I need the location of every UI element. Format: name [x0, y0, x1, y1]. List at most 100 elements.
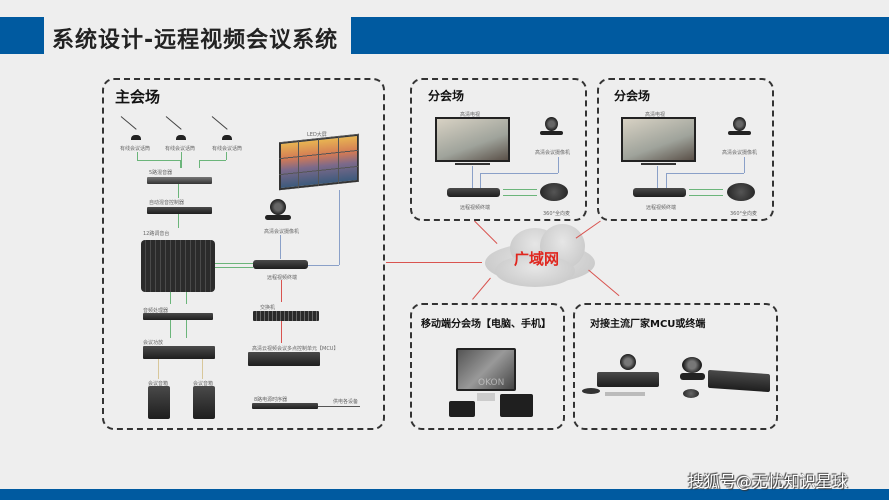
speakerphone-label: 360°全向麦 [543, 211, 571, 217]
connector [186, 292, 187, 304]
connector [215, 267, 253, 268]
connector [480, 173, 558, 174]
page-title: 系统设计-远程视频会议系统 [52, 28, 339, 53]
branch-site-panel-1 [410, 78, 587, 221]
monitor-brand: OKON [478, 378, 505, 388]
connector [158, 359, 159, 379]
mic-router-label: 5路混音器 [149, 170, 173, 176]
video-terminal [253, 260, 308, 269]
video-terminal [447, 188, 500, 197]
audio-processor [143, 313, 213, 320]
wan-link-mobile [472, 277, 491, 300]
connector [472, 166, 473, 188]
connector [318, 406, 360, 407]
connector [170, 292, 171, 304]
camera-label: 高清会议摄像机 [264, 229, 300, 235]
camera-label: 高清会议摄像机 [535, 150, 571, 156]
mic-base [176, 135, 186, 140]
mic-router-device [147, 177, 212, 184]
camera-icon [270, 199, 286, 215]
watermark: 搜狐号@无忧知识星球 [688, 472, 849, 491]
connector [178, 214, 179, 228]
connector [558, 157, 559, 173]
connector [503, 189, 537, 190]
connector [199, 160, 226, 161]
main-site-title: 主会场 [115, 88, 161, 106]
amplifier-device [143, 346, 215, 359]
branch-site-panel-2 [597, 78, 774, 221]
speakerphone-icon [727, 183, 755, 201]
terminal-label: 远程视频终端 [646, 205, 677, 211]
connector [281, 321, 282, 343]
power-sequencer [252, 403, 318, 409]
camera-base [540, 131, 563, 135]
third-party-panel [573, 303, 778, 430]
speakerphone-label: 360°全向麦 [730, 211, 758, 217]
connector [215, 263, 253, 264]
mic-label: 有线会议话筒 [165, 146, 196, 152]
connector [180, 160, 181, 168]
wan-link-branch-2 [575, 220, 601, 239]
connector [281, 280, 282, 302]
camera-base [680, 373, 705, 380]
remote-icon [605, 392, 645, 396]
mixing-console [141, 240, 215, 292]
connector [202, 359, 203, 379]
camera-icon [545, 117, 558, 131]
connector [339, 190, 340, 265]
connector [280, 235, 281, 259]
connector [170, 320, 171, 338]
network-switch [253, 311, 319, 321]
codec-device [597, 372, 659, 387]
mcu-label: 高清云视频会议多点控制单元【MCU】 [252, 346, 339, 352]
speaker-icon [193, 386, 215, 419]
cloud-part [495, 255, 575, 287]
power-sequencer-label: 8路电源时序器 [254, 397, 288, 403]
auto-mixer-label: 自动混音控制器 [149, 200, 185, 206]
connector [137, 152, 138, 160]
camera-icon [733, 117, 746, 131]
branch-site-title-2: 分会场 [614, 89, 651, 103]
connector [503, 195, 537, 196]
header-bar-right [351, 17, 889, 54]
connector [666, 173, 744, 174]
terminal-label: 远程视频终端 [267, 275, 298, 281]
tablet-icon [449, 401, 475, 417]
connector [137, 160, 180, 161]
amplifier-label: 会议功放 [143, 340, 164, 346]
speaker-label-1: 会议音箱 [148, 381, 169, 387]
tv-label: 高清电视 [460, 112, 481, 118]
camera-icon [682, 357, 702, 373]
branch-site-title-1: 分会场 [428, 89, 465, 103]
processor-label: 音频处理器 [143, 308, 169, 314]
mcu-device [248, 352, 320, 366]
microphone-pod-icon [582, 388, 600, 394]
switch-label: 交换机 [260, 305, 276, 311]
desktop-monitor [456, 348, 516, 391]
tv-stand [455, 163, 490, 165]
mic-base [222, 135, 232, 140]
mixer-label: 12路调音台 [143, 231, 170, 237]
connector [689, 189, 723, 190]
auto-mixer-device [147, 207, 212, 214]
camera-base [265, 215, 291, 220]
camera-base [728, 131, 751, 135]
connector [308, 265, 339, 266]
hd-tv [435, 117, 510, 162]
connector [657, 166, 658, 188]
tv-stand [641, 163, 676, 165]
wan-link-main [386, 262, 482, 263]
speakerphone-icon [540, 183, 568, 201]
led-wall-label: LED大屏 [307, 132, 327, 138]
mobile-site-panel [410, 303, 565, 430]
footer-bar [0, 489, 889, 500]
speaker-label-2: 会议音箱 [193, 381, 214, 387]
connector [480, 173, 481, 188]
mic-base [131, 135, 141, 140]
mic-label: 有线会议话筒 [120, 146, 151, 152]
tablet-icon [500, 394, 533, 417]
connector [181, 152, 182, 168]
connector [226, 152, 227, 160]
third-party-title: 对接主流厂家MCU或终端 [590, 319, 706, 330]
tv-label: 高清电视 [645, 112, 666, 118]
